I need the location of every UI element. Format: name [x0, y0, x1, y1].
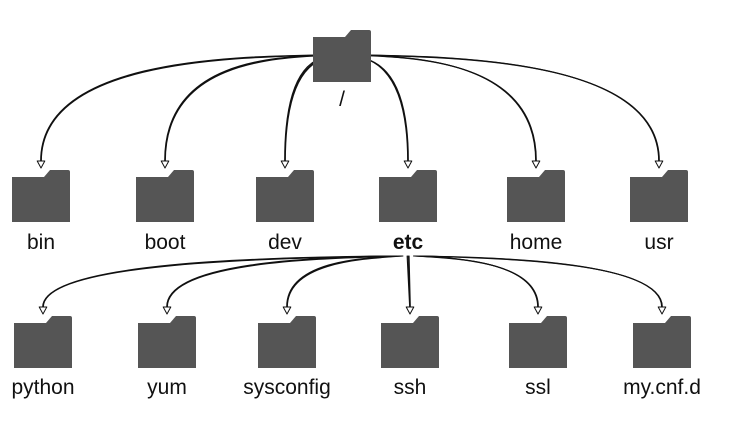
edge-etc-ssh — [406, 255, 411, 308]
folder-icon — [313, 30, 371, 82]
arrowhead — [36, 160, 46, 169]
arrowhead — [531, 160, 541, 169]
folder-icon — [509, 316, 567, 368]
arrowhead — [657, 306, 667, 315]
edge-root-bin — [40, 54, 326, 162]
arrowhead — [280, 160, 290, 169]
folder-icon — [136, 170, 194, 222]
arrowhead — [403, 160, 413, 169]
folder-icon — [258, 316, 316, 368]
node-label-home: home — [510, 231, 563, 254]
node-label-etc: etc — [393, 231, 424, 254]
node-label-python: python — [11, 376, 74, 399]
edge-etc-yum — [166, 255, 398, 308]
node-label-bin: bin — [27, 231, 55, 254]
folder-icon — [633, 316, 691, 368]
folder-icon — [14, 316, 72, 368]
node-label-boot: boot — [145, 231, 186, 254]
arrowhead — [405, 306, 415, 315]
edge-root-usr — [359, 54, 660, 162]
folder-icon — [379, 170, 437, 222]
edge-root-home — [352, 54, 537, 162]
edge-etc-sysconfig — [286, 255, 404, 308]
folder-icon — [381, 316, 439, 368]
edge-etc-mycnfd — [419, 255, 663, 308]
node-label-ssl: ssl — [525, 376, 551, 399]
node-label-dev: dev — [268, 231, 302, 254]
folder-icon — [12, 170, 70, 222]
edge-root-boot — [164, 54, 333, 162]
arrowhead — [654, 160, 664, 169]
folder-icon — [138, 316, 196, 368]
arrowhead — [160, 160, 170, 169]
arrowhead — [533, 306, 543, 315]
arrowhead — [282, 306, 292, 315]
folder-icon — [507, 170, 565, 222]
node-label-sysconfig: sysconfig — [243, 376, 331, 399]
edge-etc-ssl — [412, 255, 539, 308]
folder-icon — [256, 170, 314, 222]
node-label-yum: yum — [147, 376, 187, 399]
node-label-ssh: ssh — [394, 376, 427, 399]
folder-icon — [630, 170, 688, 222]
node-label-usr: usr — [644, 231, 673, 254]
tree-nodes: / bin boot dev etc home usr python yum sysconfig s… — [11, 30, 701, 399]
tree-edges — [36, 54, 667, 315]
arrowhead — [38, 306, 48, 315]
node-label-mycnfd: my.cnf.d — [623, 376, 701, 399]
node-label-root: / — [339, 88, 345, 111]
arrowhead — [162, 306, 172, 315]
